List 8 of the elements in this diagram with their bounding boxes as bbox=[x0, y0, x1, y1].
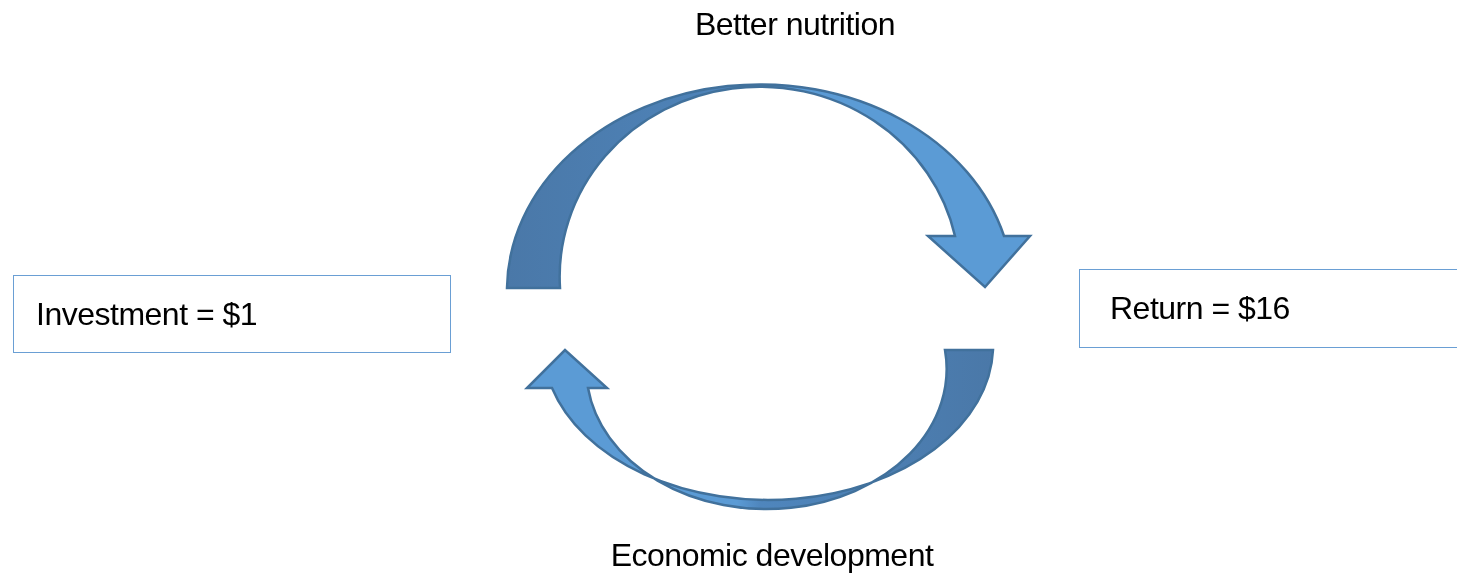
curved-arrow bbox=[525, 348, 995, 511]
box-text: Investment = $1 bbox=[36, 295, 258, 333]
box-text: Return = $16 bbox=[1110, 290, 1290, 327]
edge-label: Economic development bbox=[610, 537, 934, 574]
curved-arrow bbox=[505, 83, 1032, 290]
edge-label: Better nutrition bbox=[694, 6, 896, 43]
text-box bbox=[1079, 269, 1457, 348]
text-box bbox=[13, 275, 451, 353]
